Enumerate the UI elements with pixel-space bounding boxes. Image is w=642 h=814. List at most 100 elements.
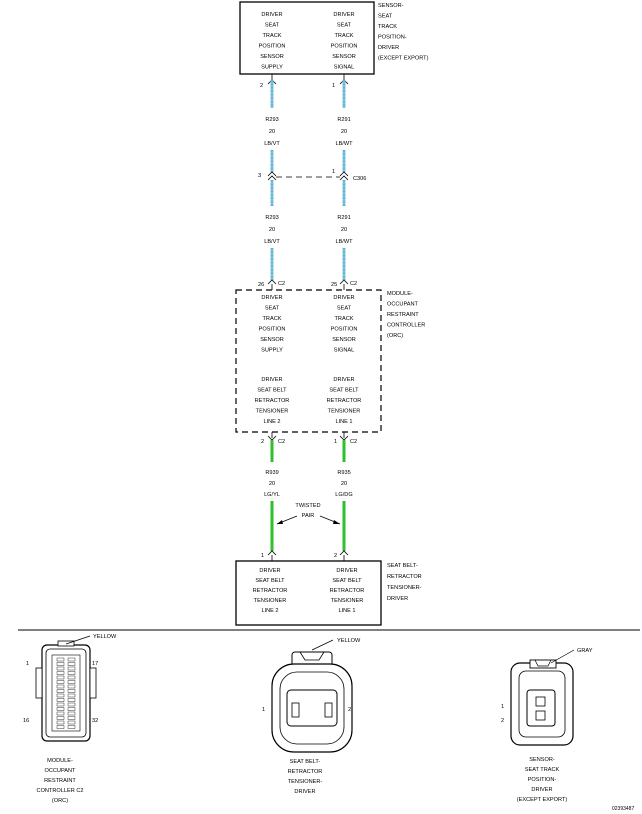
c306-inline-connector: 3 1 C306 bbox=[258, 169, 366, 182]
orc-pin-25: 25 bbox=[331, 282, 337, 288]
orc-c2-caption-3: RESTRAINT bbox=[44, 778, 76, 784]
tensioner-pin-1-terminal bbox=[267, 550, 277, 556]
orc-c2-cavity bbox=[56, 702, 65, 707]
sensor-caption-1: SENSOR- bbox=[529, 757, 555, 763]
sensor-caption-5: (EXCEPT EXPORT) bbox=[517, 797, 568, 803]
seat-belt-tensioner: DRIVER SEAT BELT RETRACTOR TENSIONER LIN… bbox=[235, 560, 422, 626]
orc-name-line-4: CONTROLLER bbox=[387, 323, 425, 329]
c306-pin-1: 1 bbox=[332, 169, 335, 175]
orc-c2-cavity bbox=[67, 680, 76, 684]
tensioner-pin-1: 1 bbox=[261, 553, 264, 559]
orc-tensioner-right-line-3: RETRACTOR bbox=[327, 398, 362, 404]
sensor-signal-line-6: SIGNAL bbox=[334, 65, 355, 71]
orc-name-line-5: (ORC) bbox=[387, 333, 403, 339]
orc-signal-line-2: SEAT bbox=[337, 306, 352, 312]
tensioner-box bbox=[235, 560, 382, 626]
sensor-signal-line-3: TRACK bbox=[335, 33, 354, 39]
orc-c2-cavity bbox=[67, 707, 76, 711]
wire-r293-color: LB/VT bbox=[264, 141, 280, 147]
orc-bottom-right-connector: C2 bbox=[350, 439, 357, 445]
orc-c2-caption-2: OCCUPANT bbox=[45, 768, 77, 774]
orc-supply-line-4: POSITION bbox=[259, 327, 286, 333]
orc-tensioner-left-line-4: TENSIONER bbox=[256, 409, 289, 415]
tensioner-name-line-4: DRIVER bbox=[387, 596, 408, 602]
orc-c2-pin-16: 16 bbox=[23, 718, 29, 724]
wire-r939-circuit: R939 bbox=[265, 470, 278, 476]
tensioner-left-line-1: DRIVER bbox=[259, 568, 280, 574]
wire-r293-circuit: R293 bbox=[265, 117, 278, 123]
tensioner-right-line-5: LINE 1 bbox=[338, 608, 355, 614]
orc-name-line-1: MODULE- bbox=[387, 291, 413, 297]
tensioner-left-line-4: TENSIONER bbox=[254, 598, 287, 604]
orc-c2-cavity bbox=[67, 725, 76, 729]
sensor-name-line-3: TRACK bbox=[378, 24, 397, 30]
tensioner-caption-3: TENSIONER- bbox=[288, 779, 323, 785]
sensor-caption-2: SEAT TRACK bbox=[525, 767, 560, 773]
orc-c2-latch-right bbox=[89, 667, 97, 699]
sensor-name-line-6: (EXCEPT EXPORT) bbox=[378, 56, 429, 62]
orc-c2-cavity bbox=[56, 707, 65, 711]
tensioner-pin-2: 2 bbox=[334, 553, 337, 559]
wire-r935-circuit: R935 bbox=[337, 470, 350, 476]
sensor-name-line-1: SENSOR- bbox=[378, 3, 404, 9]
orc-c2-pin-17: 17 bbox=[92, 661, 98, 667]
tensioner-left-line-3: RETRACTOR bbox=[253, 588, 288, 594]
orc-tensioner-right-line-4: TENSIONER bbox=[328, 409, 361, 415]
sensor-supply-line-2: SEAT bbox=[265, 23, 280, 29]
orc-top-left-connector: C2 bbox=[278, 281, 285, 287]
orc-c2-cavity bbox=[56, 684, 65, 689]
orc-tensioner-left-line-5: LINE 2 bbox=[263, 419, 280, 425]
tensioner-right-line-1: DRIVER bbox=[336, 568, 357, 574]
orc-name-line-3: RESTRAINT bbox=[387, 312, 419, 318]
wire-r939-color: LG/YL bbox=[264, 492, 280, 498]
orc-signal-line-5: SENSOR bbox=[332, 337, 356, 343]
wire-r935-gauge: 20 bbox=[341, 481, 347, 487]
sensor-supply-line-6: SUPPLY bbox=[261, 65, 283, 71]
orc-c2-cavity bbox=[56, 693, 65, 698]
orc-c2-cavity bbox=[56, 716, 65, 720]
sensor-supply-line-3: TRACK bbox=[263, 33, 282, 39]
wire-r939-gauge: 20 bbox=[269, 481, 275, 487]
orc-supply-line-6: SUPPLY bbox=[261, 348, 283, 354]
orc-supply-line-2: SEAT bbox=[265, 306, 280, 312]
wire-r291-circuit: R291 bbox=[337, 117, 350, 123]
tensioner-connector-view: YELLOW 1 2 SEAT BELT- RETRACTOR TENSIONE… bbox=[262, 638, 361, 795]
orc-c2-cavity bbox=[67, 662, 76, 666]
tensioner-name-line-1: SEAT BELT- bbox=[387, 563, 418, 569]
sensor-supply-line-5: SENSOR bbox=[260, 54, 284, 60]
sensor-pin-1-number: 1 bbox=[332, 83, 335, 89]
orc-c2-cavity bbox=[67, 693, 76, 698]
sensor-name-line-5: DRIVER bbox=[378, 45, 399, 51]
orc-c2-cavity bbox=[56, 711, 65, 716]
sensor-connector-color: GRAY bbox=[577, 648, 593, 654]
orc-c2-pin-cavities bbox=[56, 657, 76, 729]
orc-pin-1: 1 bbox=[334, 439, 337, 445]
upper-wires: 2 1 R293 20 LB/VT R291 20 LB/WT bbox=[260, 74, 353, 172]
orc-c2-caption-4: CONTROLLER C2 bbox=[37, 788, 84, 794]
tensioner-left-line-5: LINE 2 bbox=[261, 608, 278, 614]
orc-c2-cavity bbox=[67, 702, 76, 707]
orc-pin-2: 2 bbox=[261, 439, 264, 445]
wire-r293-gauge: 20 bbox=[269, 129, 275, 135]
middle-wires: R293 20 LB/VT R291 20 LB/WT 26 C2 25 C2 bbox=[258, 180, 357, 290]
orc-c2-cavity bbox=[56, 720, 65, 725]
tensioner-caption-2: RETRACTOR bbox=[288, 769, 323, 775]
tensioner-connector-color: YELLOW bbox=[337, 638, 361, 644]
sensor-name-line-4: POSITION- bbox=[378, 35, 407, 41]
figure-id: 02393487 bbox=[612, 806, 634, 812]
orc-c2-cavity bbox=[56, 671, 65, 675]
orc-tensioner-right-line-1: DRIVER bbox=[333, 377, 354, 383]
wire-r935-color: LG/DG bbox=[335, 492, 352, 498]
orc-c2-cavity bbox=[67, 720, 76, 725]
orc-top-right-connector: C2 bbox=[350, 281, 357, 287]
orc-c2-connector-view: YELLOW 1 17 16 32 MODULE- OCCUPANT RESTR… bbox=[23, 634, 117, 804]
sensor-signal-line-1: DRIVER bbox=[333, 12, 354, 18]
wire-r291-color: LB/WT bbox=[335, 141, 353, 147]
orc-c2-cavity bbox=[67, 666, 76, 671]
sensor-signal-line-5: SENSOR bbox=[332, 54, 356, 60]
seat-track-position-sensor: DRIVER SEAT TRACK POSITION SENSOR SUPPLY… bbox=[239, 1, 429, 75]
orc-module: DRIVER SEAT TRACK POSITION SENSOR SUPPLY… bbox=[235, 289, 425, 433]
orc-name-line-2: OCCUPANT bbox=[387, 302, 419, 308]
tensioner-connector-pin-1: 1 bbox=[262, 707, 265, 713]
